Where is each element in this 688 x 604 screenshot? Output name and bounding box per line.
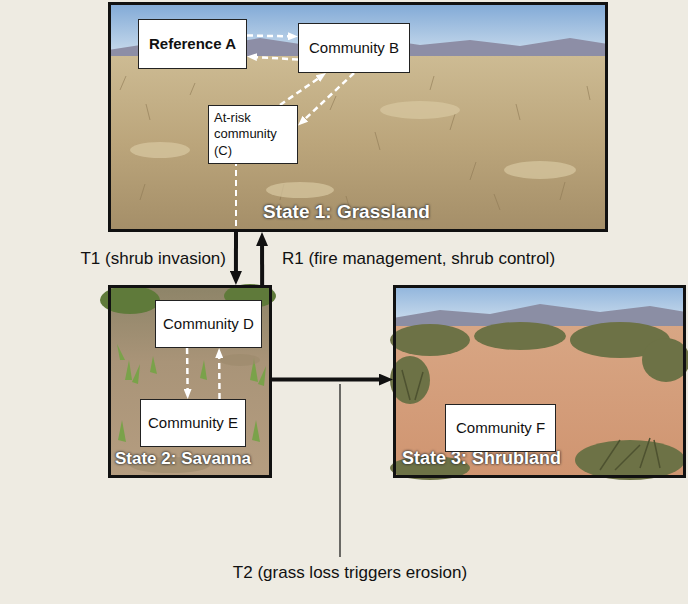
state-transition-arrow: [234, 232, 238, 276]
community-box: At-risk community (C): [208, 105, 298, 164]
transition-label: T2 (grass loss triggers erosion): [233, 563, 467, 583]
community-box: Community D: [155, 300, 262, 348]
state-panel: State 2: Savanna Community D Community E: [108, 285, 272, 478]
state-transition-arrow: [260, 241, 264, 285]
community-label: Reference A: [149, 35, 236, 52]
community-box: Community E: [140, 399, 246, 447]
state-panel: State 1: Grassland Reference A Community B…: [108, 2, 608, 232]
state-transition-arrow: [272, 378, 384, 382]
community-label: Community D: [163, 315, 254, 332]
transition-label: R1 (fire management, shrub control): [282, 249, 555, 269]
state-title: State 2: Savanna: [115, 449, 251, 469]
transition-arrow: [280, 76, 321, 105]
leader-line: [339, 384, 340, 557]
community-label: Community B: [309, 39, 399, 56]
community-box: Community F: [445, 404, 556, 452]
community-label: Community F: [456, 419, 545, 436]
shrubland-photo: [390, 285, 688, 480]
transition-arrow: [247, 34, 292, 37]
state-panel: State 3: ShrublandCommunity F: [393, 285, 686, 478]
transition-arrow: [218, 354, 221, 399]
transition-arrow: [302, 73, 354, 121]
community-box: Reference A: [138, 19, 247, 69]
community-label: Community E: [148, 414, 238, 431]
transition-arrow: [186, 348, 189, 393]
grassland-photo: [108, 2, 608, 232]
community-box: Community B: [298, 23, 410, 73]
transition-arrow: [253, 57, 298, 60]
state-title: State 1: Grassland: [263, 201, 430, 223]
community-label: At-risk community (C): [214, 110, 277, 158]
transition-label: T1 (shrub invasion): [80, 249, 226, 269]
savanna-photo: [100, 284, 276, 478]
